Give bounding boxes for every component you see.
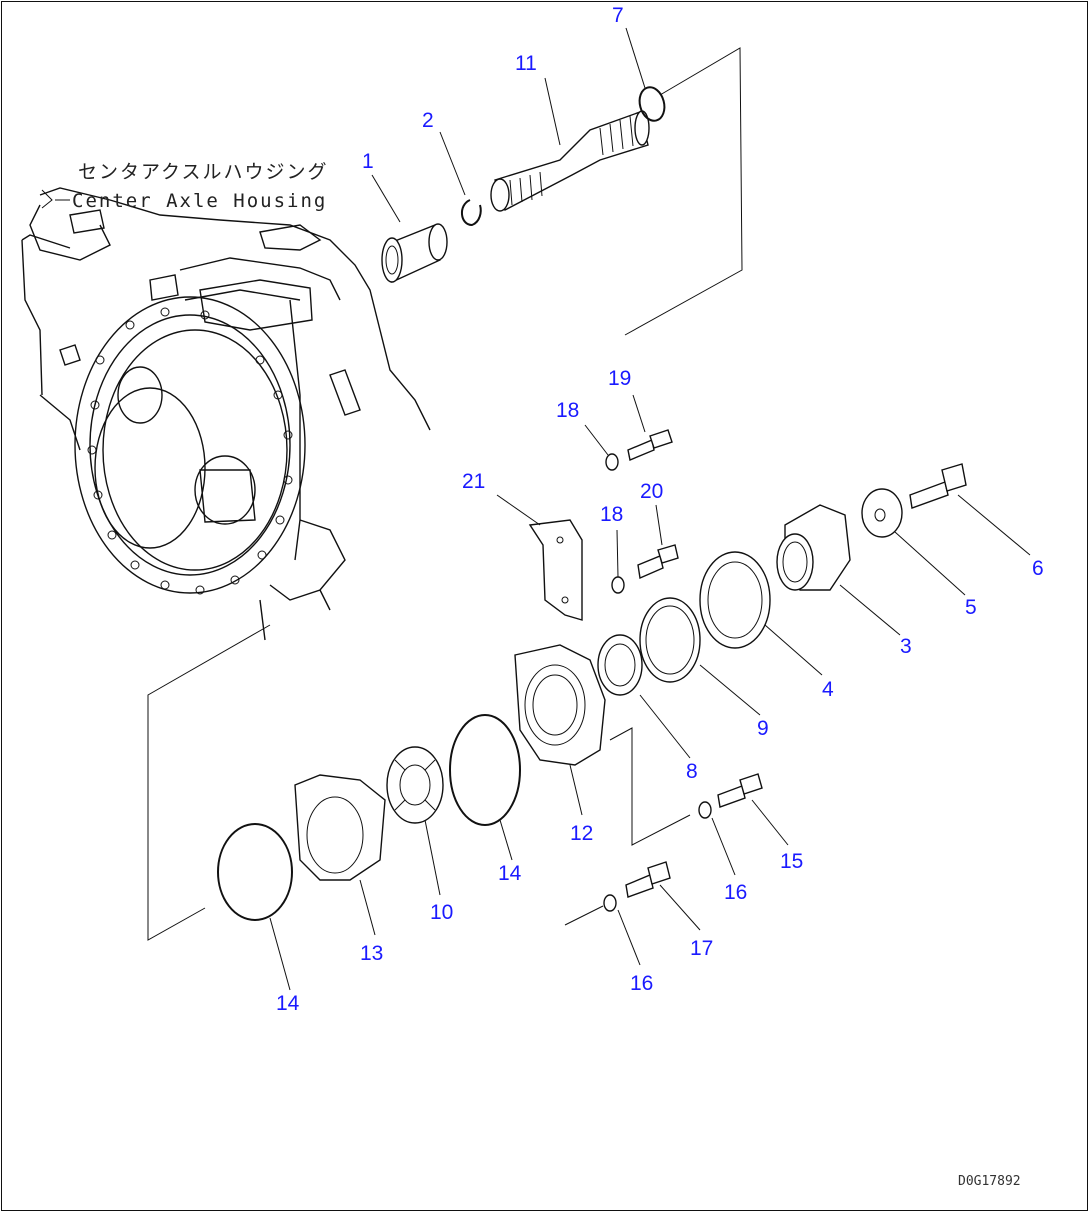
assembly-frame-top — [624, 47, 743, 336]
part-16-washer-upper — [698, 801, 712, 819]
callout-3: 3 — [900, 635, 912, 658]
callout-20: 20 — [640, 480, 663, 503]
part-14-o-ring-lower — [217, 823, 293, 921]
part-1-sleeve — [381, 223, 448, 284]
part-15-bolt — [717, 773, 763, 808]
document-id: D0G17892 — [958, 1174, 1021, 1189]
callout-11: 11 — [515, 52, 537, 75]
part-14-o-ring-upper — [449, 714, 521, 826]
part-19-bolt — [627, 429, 673, 461]
callout-21: 21 — [462, 470, 485, 493]
assembly-frame-left — [147, 624, 271, 941]
part-3-coupling — [776, 504, 851, 591]
part-9-shim — [639, 597, 701, 683]
part-12-cover — [514, 644, 606, 766]
callout-16-upper: 16 — [724, 881, 747, 904]
part-13-case — [294, 774, 386, 881]
callout-6: 6 — [1032, 557, 1044, 580]
callout-12: 12 — [570, 822, 593, 845]
part-17-bolt — [625, 861, 671, 898]
part-18-washer-top — [605, 453, 619, 471]
housing-label-leader — [41, 189, 70, 209]
callout-1: 1 — [362, 150, 374, 173]
callout-18-top: 18 — [556, 399, 579, 422]
callout-4: 4 — [822, 678, 834, 701]
callout-16-lower: 16 — [630, 972, 653, 995]
callout-19: 19 — [608, 367, 631, 390]
part-16-washer-lower — [603, 894, 617, 912]
part-21-bracket — [528, 519, 583, 621]
assembly-frame-right — [609, 727, 691, 846]
part-5-washer — [861, 488, 903, 538]
callout-9: 9 — [757, 717, 769, 740]
part-6-bolt — [909, 463, 967, 509]
callout-14-upper: 14 — [498, 862, 522, 885]
callout-5: 5 — [965, 596, 977, 619]
part-10-bearing — [386, 746, 444, 824]
callout-10: 10 — [430, 901, 453, 924]
callout-2: 2 — [422, 109, 434, 132]
housing-label-jp: センタアクスルハウジング — [78, 161, 328, 183]
callout-7: 7 — [612, 4, 624, 27]
part-4-plate — [699, 551, 771, 649]
callout-17: 17 — [690, 937, 713, 960]
part-20-bolt — [637, 544, 679, 580]
part-8-seal — [597, 634, 643, 696]
callout-8: 8 — [686, 760, 698, 783]
part-18-washer-mid — [611, 576, 625, 594]
part-7-o-ring — [638, 86, 666, 122]
callout-15: 15 — [780, 850, 803, 873]
callout-labels: 1 2 7 11 19 18 21 20 18 6 5 3 4 9 8 12 1… — [276, 4, 1044, 1015]
callout-14-lower: 14 — [276, 992, 300, 1015]
center-axle-housing-drawing — [21, 187, 431, 641]
callout-13: 13 — [360, 942, 383, 965]
housing-label-en: Center Axle Housing — [72, 190, 327, 212]
part-16-axis-line — [564, 905, 604, 926]
part-11-shaft — [490, 110, 650, 212]
leader-lines — [269, 27, 1031, 991]
callout-18-mid: 18 — [600, 503, 623, 526]
part-2-snap-ring — [461, 199, 482, 227]
